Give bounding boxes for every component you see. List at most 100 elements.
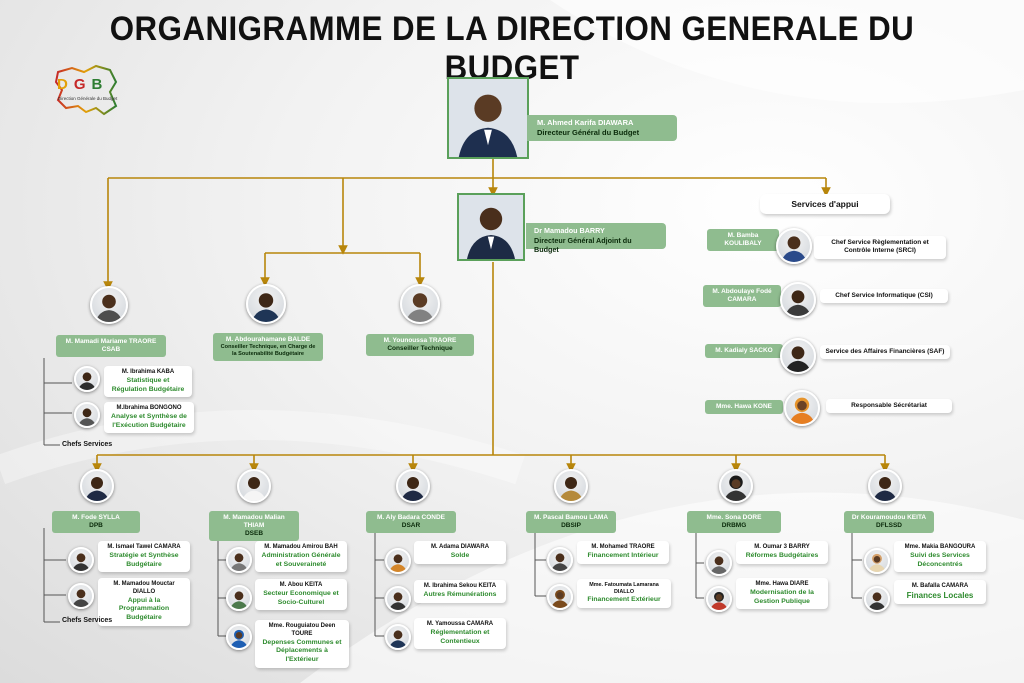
dga-label: Dr Mamadou BARRY Directeur Général Adjoi… <box>526 223 666 254</box>
dbsip-code: DBSIP <box>561 522 581 530</box>
appui-role-saf: Service des Affaires Financières (SAF) <box>820 345 950 360</box>
kaba-name: M. Ibrahima KABA <box>121 369 175 375</box>
dpb-s2-card: M. Mamadou Mouctar DIALLO Appui à la Pro… <box>98 578 190 627</box>
dpb-s1-photo <box>68 547 94 573</box>
dpb-label: M. Fode SYLLA DPB <box>52 511 140 534</box>
dg-role: Directeur Général du Budget <box>537 128 640 138</box>
dsar-s3-role: Réglementation et Contentieux <box>430 628 490 645</box>
balde-label: M. Abdourahamane BALDE Conseiller Techni… <box>213 333 323 362</box>
dseb-s3-role: Depenses Communes et Déplacements à l'Ex… <box>262 638 342 664</box>
dseb-s2-role: Secteur Economique et Socio-Culturel <box>263 589 339 606</box>
bongono-card: M.Ibrahima BONGONO Analyse et Synthèse d… <box>104 402 194 434</box>
kaba-photo <box>74 366 100 392</box>
dflssd-s1-name: Mme. Makia BANGOURA <box>904 544 976 550</box>
services-appui-header: Services d'appui <box>760 194 890 214</box>
younoussa-name: M. Younoussa TRAORE <box>383 337 457 344</box>
younoussa-photo <box>400 284 440 324</box>
appui-role-csi: Chef Service Informatique (CSI) <box>820 289 948 304</box>
dbsip-name: M. Pascal Bamou LAMA <box>533 514 609 521</box>
guinea-map-icon <box>54 64 118 116</box>
dseb-name: M. Mamadou Malian THIAM <box>223 514 285 530</box>
dseb-s1-card: M. Mamadou Amirou BAH Administration Gén… <box>255 541 347 573</box>
drbmg-s2-card: Mme. Hawa DIARE Modernisation de la Gest… <box>736 578 828 610</box>
dflssd-s2-role: Finances Locales <box>906 590 974 600</box>
logo-subtitle: Direction Générale du Budget <box>58 96 118 101</box>
dseb-s1-photo <box>226 547 252 573</box>
appui-name-csi: M. Abdoulaye Fodé CAMARA <box>703 285 781 308</box>
kaba-role: Statistique et Régulation Budgétaire <box>111 376 185 393</box>
dbsip-s1-card: M. Mohamed TRAORE Financement Intérieur <box>577 541 669 564</box>
dseb-s3-card: Mme. Rouguiatou Deen TOURE Depenses Comm… <box>255 620 349 669</box>
drbmg-label: Mme. Sona DORE DRBMG <box>687 511 781 534</box>
drbmg-code: DRBMG <box>721 522 747 530</box>
dg-name: M. Ahmed Karifa DIAWARA <box>537 118 634 127</box>
dg-photo <box>447 77 529 159</box>
balde-name: M. Abdourahamane BALDE <box>225 336 311 343</box>
page-title: ORGANIGRAMME DE LA DIRECTION GENERALE DU… <box>109 10 915 87</box>
bongono-name: M.Ibrahima BONGONO <box>116 405 182 411</box>
younoussa-label: M. Younoussa TRAORE Conseiller Technique <box>366 334 474 357</box>
dsar-s3-name: M. Yamoussa CAMARA <box>426 621 494 627</box>
kaba-card: M. Ibrahima KABA Statistique et Régulati… <box>104 366 192 398</box>
dg-label: M. Ahmed Karifa DIAWARA Directeur Généra… <box>527 115 677 141</box>
dsar-code: DSAR <box>401 522 421 530</box>
appui-name-srci: M. Bamba KOULIBALY <box>707 229 779 252</box>
dbsip-s2-photo <box>547 584 573 610</box>
dgb-logo: DGB Direction Générale du Budget <box>52 62 122 117</box>
appui-name-sec: Mme. Hawa KONE <box>705 400 783 415</box>
dbsip-s1-photo <box>547 547 573 573</box>
chefs-services-label-1: Chefs Services <box>62 441 113 448</box>
appui-photo-saf <box>780 338 816 374</box>
drbmg-s1-name: M. Oumar 3 BARRY <box>754 544 810 550</box>
dflssd-s1-role: Suivi des Services Déconcentrés <box>910 551 970 568</box>
dpb-name: M. Fode SYLLA <box>72 514 120 521</box>
dbsip-s2-name: Mme. Fatoumata Lamarana DIALLO <box>589 582 659 596</box>
dsar-s3-card: M. Yamoussa CAMARA Réglementation et Con… <box>414 618 506 650</box>
dflssd-label: Dr Kouramoudou KEITA DFLSSD <box>844 511 934 534</box>
dsar-photo <box>396 469 430 503</box>
dbsip-s2-role: Financement Extérieur <box>587 596 661 604</box>
bongono-photo <box>74 402 100 428</box>
dseb-s3-photo <box>226 624 252 650</box>
csab-photo <box>90 286 128 324</box>
logo-letters: DGB <box>57 76 109 93</box>
dbsip-s2-card: Mme. Fatoumata Lamarana DIALLO Financeme… <box>577 579 671 608</box>
dpb-s2-role: Appui à la Programmation Budgétaire <box>118 596 170 622</box>
dsar-name: M. Aly Badara CONDE <box>376 514 446 521</box>
dflssd-name: Dr Kouramoudou KEITA <box>851 514 927 521</box>
dsar-s2-photo <box>385 586 411 612</box>
drbmg-s1-role: Réformes Budgétaires <box>745 551 819 559</box>
dsar-s1-card: M. Adama DIAWARA Solde <box>414 541 506 564</box>
dga-role: Directeur Général Adjoint du Budget <box>534 235 632 255</box>
dga-photo <box>457 193 525 261</box>
appui-role-sec: Responsable Sécrétariat <box>826 399 952 414</box>
drbmg-s2-role: Modernisation de la Gestion Publique <box>750 588 814 605</box>
balde-photo <box>246 284 286 324</box>
dsar-s1-photo <box>385 548 411 574</box>
bongono-role: Analyse et Synthèse de l'Exécution Budgé… <box>111 412 187 429</box>
dflssd-s2-card: M. Bafalla CAMARA Finances Locales <box>894 580 986 605</box>
dbsip-s1-name: M. Mohamed TRAORE <box>591 544 655 550</box>
appui-role-srci: Chef Service Règlementation et Contrôle … <box>814 236 946 259</box>
dpb-s1-name: M. Ismael Tawel CAMARA <box>107 544 181 550</box>
dflssd-s2-photo <box>864 586 890 612</box>
dsar-s2-card: M. Ibrahima Sekou KEITA Autres Rémunérat… <box>414 580 506 603</box>
drbmg-s1-card: M. Oumar 3 BARRY Réformes Budgétaires <box>736 541 828 564</box>
drbmg-name: Mme. Sona DORE <box>706 514 762 521</box>
dbsip-s1-role: Financement Intérieur <box>587 551 659 559</box>
appui-photo-sec <box>784 390 820 426</box>
dpb-s2-photo <box>68 583 94 609</box>
dseb-s2-name: M. Abou KEITA <box>279 582 323 588</box>
dflssd-s2-name: M. Bafalla CAMARA <box>911 583 969 589</box>
balde-role: Conseiller Technique, en Charge de la So… <box>220 344 316 358</box>
dseb-s3-name: Mme. Rouguiatou Deen TOURE <box>268 623 336 637</box>
dseb-code: DSEB <box>244 530 264 538</box>
dseb-s1-role: Administration Générale et Souveraineté <box>261 551 341 568</box>
csab-name: M. Mamadi Mariame TRAORE <box>65 338 157 345</box>
dseb-s1-name: M. Mamadou Amirou BAH <box>264 544 338 550</box>
dpb-photo <box>80 469 114 503</box>
dseb-photo <box>237 469 271 503</box>
drbmg-s1-photo <box>706 550 732 576</box>
drbmg-s2-name: Mme. Hawa DIARE <box>755 581 809 587</box>
